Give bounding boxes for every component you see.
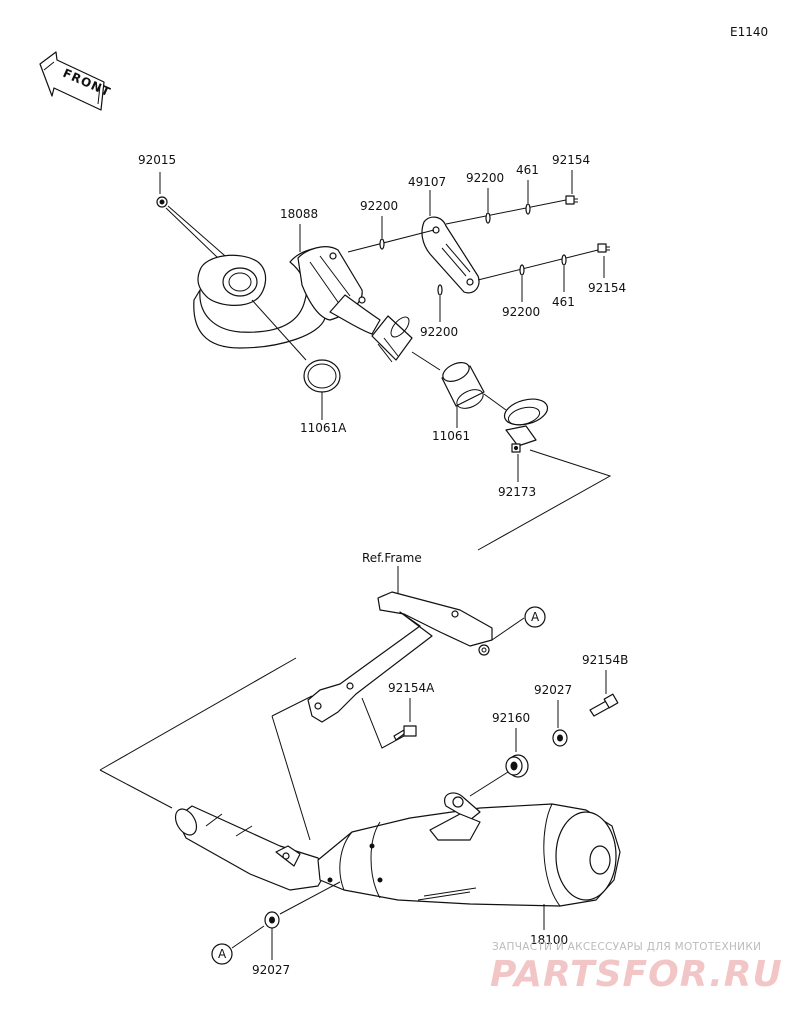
washer-92027-lower [264,911,280,929]
watermark-tagline: ЗАПЧАСТИ И АКСЕССУАРЫ ДЛЯ МОТОТЕХНИКИ [492,941,761,953]
callout-92200-b: 92200 [466,171,504,185]
frame-bracket [307,591,493,723]
callout-92154B: 92154B [582,653,628,667]
front-direction-icon: FRONT [39,51,113,111]
grommet-92160 [505,754,529,778]
callout-92160: 92160 [492,711,530,725]
sleeve-11061 [441,362,485,409]
bolt-92154A [393,725,417,741]
ref-marker-a-upper-label: A [531,610,540,624]
washer-461-lower [561,254,567,266]
callout-92027-a: 92027 [534,683,572,697]
diagram-code: E1140 [730,25,768,39]
ref-frame-label: Ref.Frame [362,551,422,565]
washer-92200-upper [485,212,491,224]
callout-92154-b: 92154 [588,281,626,295]
washer-461-upper [525,203,531,215]
callout-92015: 92015 [138,153,176,167]
bolt-92154-lower [597,243,610,253]
washer-92200-lower-left [437,284,443,296]
callout-11061A: 11061A [300,421,347,435]
callout-92200-a: 92200 [360,199,398,213]
muffler-18100 [174,792,621,907]
callout-92154-a: 92154 [552,153,590,167]
washer-92027-upper [552,729,568,747]
ref-marker-a-lower-label: A [218,947,227,961]
nut-92015 [156,196,168,208]
clamp-92173 [503,398,549,453]
callout-461-a: 461 [516,163,539,177]
callout-18100: 18100 [530,933,568,947]
callout-92173: 92173 [498,485,536,499]
callout-11061: 11061 [432,429,470,443]
ref-marker-a-lower: A [211,943,233,965]
gasket-11061A [303,359,341,393]
washer-92200-lower [519,264,525,276]
bolt-92154B [589,693,619,717]
watermark-brand: PARTSFOR.RU [490,954,783,995]
callout-49107: 49107 [408,175,446,189]
callout-92200-c: 92200 [420,325,458,339]
callout-18088: 18088 [280,207,318,221]
callout-92027-b: 92027 [252,963,290,977]
callout-92200-d: 92200 [502,305,540,319]
ref-marker-a-upper: A [524,606,546,628]
washer-92200-upper-left [379,238,385,250]
header-pipe-18088 [193,246,413,363]
heat-guard-49107 [421,216,480,294]
bolt-92154-upper [565,195,578,205]
callout-92154A: 92154A [388,681,435,695]
callout-461-b: 461 [552,295,575,309]
